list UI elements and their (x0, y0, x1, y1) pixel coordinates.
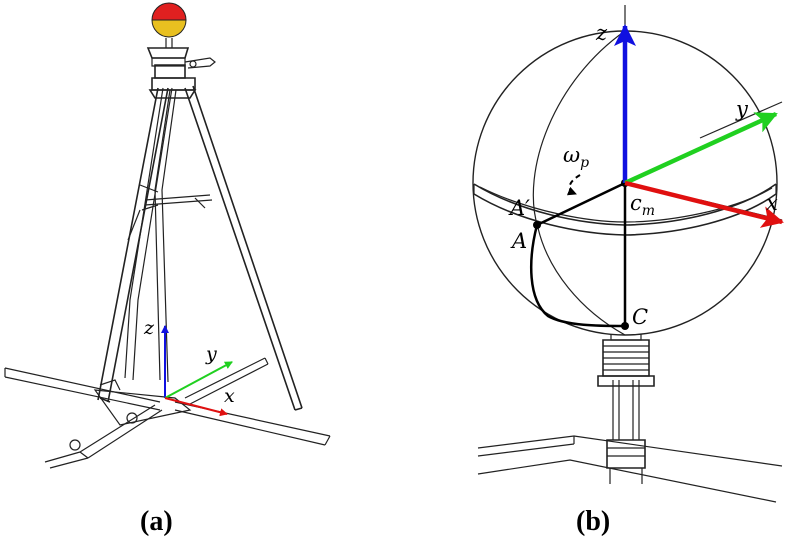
ball (151, 2, 187, 38)
tripod-head (146, 38, 216, 99)
arc-a-to-c (530, 224, 626, 328)
x-axis-label-b: x (766, 191, 778, 215)
tripod-legs (97, 85, 303, 411)
rotation-label: ωp (563, 143, 589, 171)
tripod-braces (127, 184, 213, 241)
y-axis-label: y (205, 343, 217, 365)
axes-panel-a: z y x (143, 317, 235, 417)
z-axis-label: z (143, 317, 155, 339)
point-c (621, 322, 629, 330)
point-a (533, 221, 541, 229)
panel-a-label: (a) (140, 506, 173, 537)
y-axis-arrow-b (624, 111, 778, 186)
z-axis-label-b: z (595, 21, 608, 45)
sphere-geometry (530, 174, 629, 330)
panel-b-label: (b) (576, 506, 610, 537)
panel-a: z y x (a) (4, 2, 331, 537)
point-c-label: C (632, 305, 648, 329)
point-a-label: A (510, 229, 527, 253)
ground-bars (4, 357, 331, 469)
center-label: cm (630, 191, 655, 219)
sphere-labels: ωp cm A′ A C (508, 143, 655, 329)
table-edges (477, 435, 783, 503)
sphere-stand (597, 327, 655, 484)
x-axis-arrow-b (624, 180, 784, 228)
y-axis-arrow (164, 361, 233, 399)
rotation-arrow (566, 174, 581, 196)
y-axis-label-b: y (735, 97, 749, 121)
point-a-prime-label: A′ (508, 196, 530, 220)
axes-panel-b: z y x (595, 5, 784, 228)
x-axis-label: x (224, 385, 235, 407)
panel-b: z y x ωp cm A′ A C (b) (472, 5, 784, 537)
center-to-a-prime-line (536, 181, 626, 227)
x-axis-arrow (164, 397, 228, 417)
